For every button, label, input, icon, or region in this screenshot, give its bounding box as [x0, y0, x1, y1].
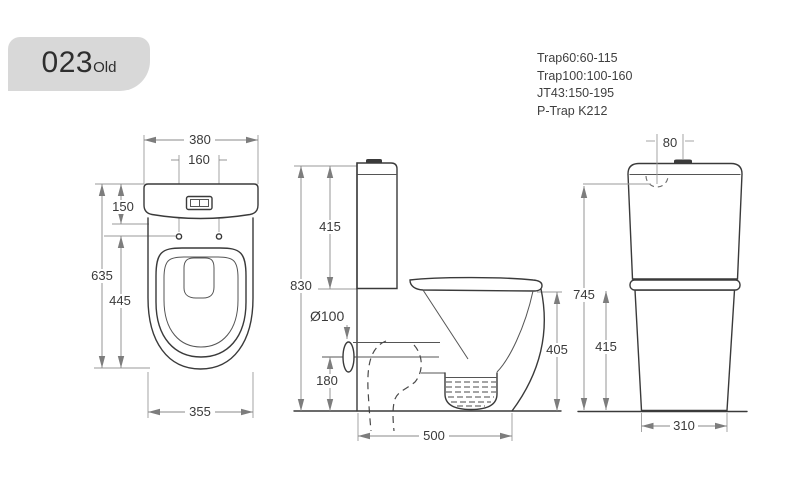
seat-bolt	[215, 233, 223, 240]
trap-specs: Trap60:60-115 Trap100:100-160 JT43:150-1…	[537, 50, 632, 120]
model-suffix: Old	[93, 59, 117, 76]
dim-front-button-spacing: 160	[188, 152, 210, 167]
side-tank	[356, 162, 398, 290]
bowl-opening	[183, 257, 215, 299]
model-number: 023	[41, 46, 94, 79]
dim-back-inlet-offset: 80	[663, 135, 677, 150]
spec-line: JT43:150-195	[537, 86, 615, 100]
dim-back-total-height: 745	[573, 287, 595, 302]
trap-path	[367, 340, 387, 432]
dim-front-base-width: 355	[189, 404, 211, 419]
dim-front-width: 380	[189, 132, 211, 147]
seat-bolt	[175, 233, 183, 240]
dim-trap-center-height: 180	[316, 373, 338, 388]
inlet-button	[674, 159, 692, 164]
back-seat-band	[629, 279, 741, 291]
front-view: 380 160 150 635 445 355	[88, 132, 259, 419]
dim-side-total-height: 830	[290, 278, 312, 293]
seat-outer	[155, 247, 247, 358]
dim-front-total-height: 635	[91, 268, 113, 283]
inlet-hole	[645, 175, 669, 188]
spec-line: P-Trap K212	[537, 103, 608, 118]
seat-inner	[163, 256, 239, 348]
side-view: 830 415 Ø100 180 405 500	[287, 159, 571, 443]
side-front-profile	[511, 288, 546, 412]
dim-back-base-width: 310	[673, 418, 695, 433]
dim-side-depth: 500	[423, 428, 445, 443]
side-seat	[409, 276, 543, 292]
spec-line: Trap60:60-115	[537, 51, 618, 65]
dim-side-tank-height: 415	[319, 219, 341, 234]
trap-path	[392, 344, 422, 432]
back-body	[634, 289, 736, 412]
front-bowl-outline	[147, 217, 254, 370]
dim-front-rim-height: 445	[109, 293, 131, 308]
back-tank	[627, 162, 743, 280]
dim-back-lower-height: 415	[595, 339, 617, 354]
sump	[444, 372, 498, 411]
tank-lid-button	[366, 159, 382, 163]
dim-outlet-diameter: Ø100	[310, 308, 344, 324]
waste-outlet	[342, 341, 355, 373]
back-view: 80 745 415 310	[570, 134, 748, 433]
dim-front-tank-height: 150	[112, 199, 134, 214]
spec-line: Trap100:100-160	[537, 68, 633, 83]
water-surface	[446, 381, 496, 407]
dim-side-rim-height: 405	[546, 342, 568, 357]
